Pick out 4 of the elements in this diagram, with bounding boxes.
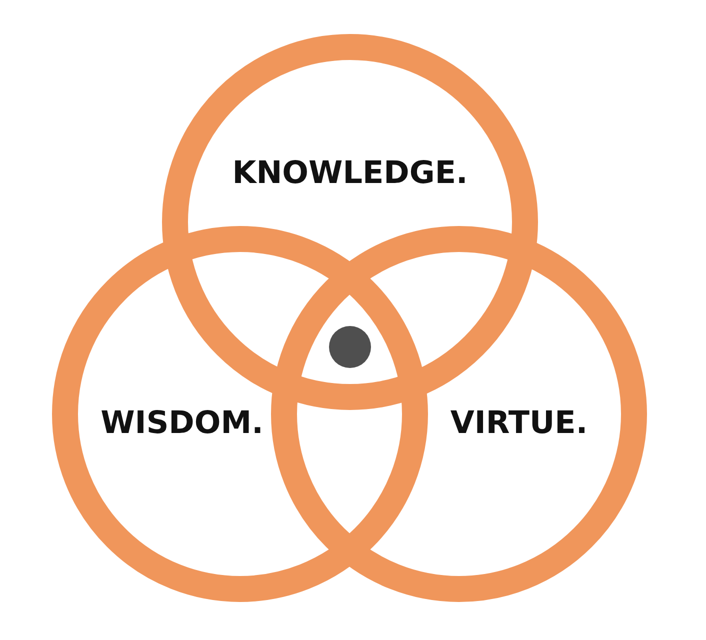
circle-label: VIRTUE. bbox=[450, 406, 588, 440]
circle-label: WISDOM. bbox=[100, 406, 264, 440]
circle-label: KNOWLEDGE. bbox=[232, 156, 468, 190]
center-dot bbox=[329, 326, 371, 368]
